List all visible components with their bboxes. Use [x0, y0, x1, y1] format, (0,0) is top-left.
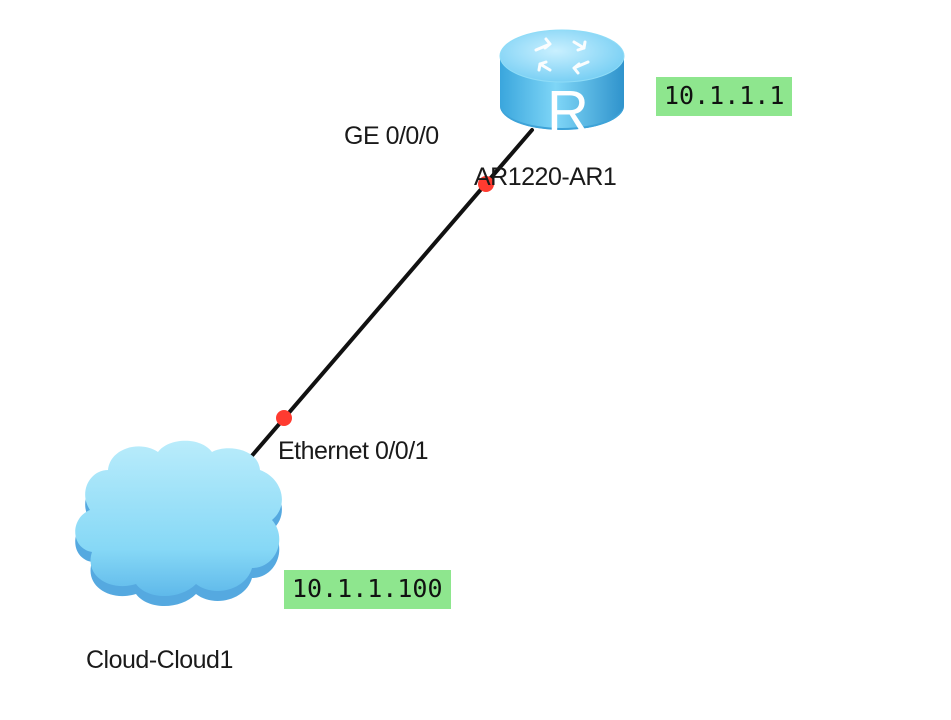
router-interface-label: GE 0/0/0	[344, 122, 439, 150]
router-icon[interactable]: R	[499, 29, 625, 144]
cloud-interface-label: Ethernet 0/0/1	[278, 437, 429, 465]
port-dot-cloud[interactable]	[276, 410, 292, 426]
port-dot-router[interactable]	[478, 176, 494, 192]
router-icon-letter: R	[547, 79, 589, 144]
cloud-ip-label: 10.1.1.100	[284, 570, 451, 609]
router-name-label: AR1220-AR1	[474, 163, 617, 191]
cloud-name-label: Cloud-Cloud1	[86, 646, 233, 674]
router-ip-label: 10.1.1.1	[656, 77, 793, 116]
cloud-icon[interactable]	[75, 440, 282, 606]
